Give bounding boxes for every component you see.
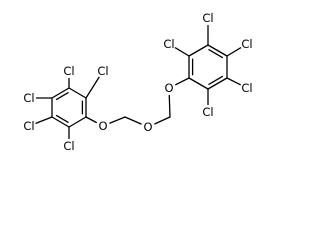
atom-label-cl: Cl xyxy=(63,139,74,153)
bond-line xyxy=(51,87,70,99)
bond-line xyxy=(55,92,69,101)
atom-label-cl: Cl xyxy=(202,11,213,25)
bond-line xyxy=(208,75,224,85)
bond-line xyxy=(35,116,53,124)
atom-label-cl: Cl xyxy=(97,64,108,78)
bond-line xyxy=(55,114,69,123)
bond-line xyxy=(175,77,190,86)
bond-line xyxy=(188,44,209,57)
atom-label-cl: Cl xyxy=(23,91,34,105)
atom-label-cl: Cl xyxy=(23,119,34,133)
atom-label-cl: Cl xyxy=(202,105,213,119)
atom-label-layer: Cl Cl Cl Cl Cl O O O Cl Cl Cl Cl Cl xyxy=(23,11,252,153)
bond-line xyxy=(68,87,87,99)
bond-line xyxy=(188,77,209,90)
chemical-structure-diagram: Cl Cl Cl Cl Cl O O O Cl Cl Cl Cl Cl xyxy=(23,11,252,153)
bond-line xyxy=(168,94,171,118)
bond-line xyxy=(154,116,171,125)
atom-label-cl: Cl xyxy=(63,64,74,78)
bond-line xyxy=(85,116,98,124)
bond-line xyxy=(226,77,241,86)
atom-label-cl: Cl xyxy=(241,81,252,95)
bond-line xyxy=(174,47,190,57)
bond-line xyxy=(207,77,228,90)
atom-label-cl: Cl xyxy=(241,37,252,51)
bond-layer xyxy=(35,24,242,140)
bond-line xyxy=(109,116,126,124)
atom-label-o: O xyxy=(143,120,152,134)
bond-line xyxy=(124,116,142,125)
bond-line xyxy=(208,49,224,59)
bond-line xyxy=(85,76,100,99)
bond-line xyxy=(68,116,87,128)
bond-line xyxy=(207,44,228,57)
bond-line xyxy=(51,116,70,128)
atom-label-o: O xyxy=(98,119,107,133)
atom-label-o: O xyxy=(164,81,173,95)
atom-label-cl: Cl xyxy=(163,37,174,51)
bond-line xyxy=(226,47,242,57)
